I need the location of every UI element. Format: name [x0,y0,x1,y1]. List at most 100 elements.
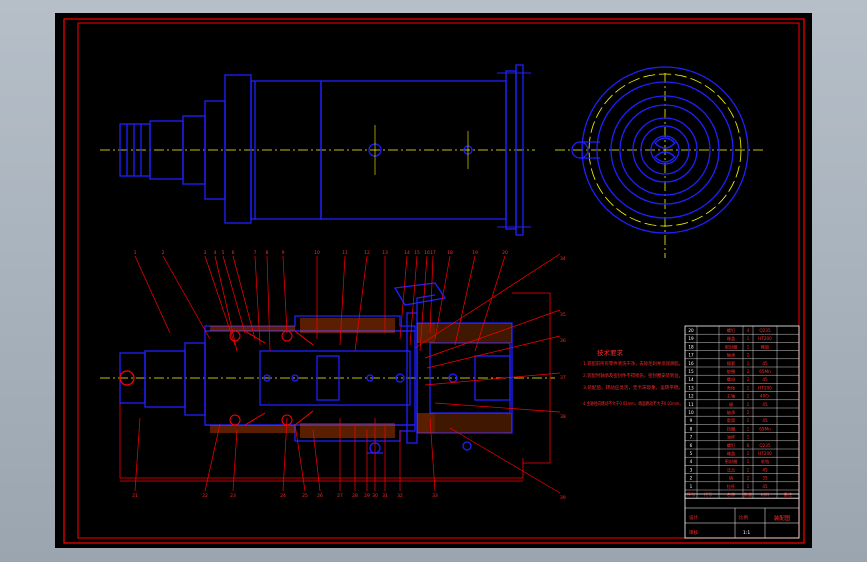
leader-line [232,255,256,340]
parts-table-cell: 13 [688,385,694,390]
parts-table-cell: 油杯 [727,434,736,441]
parts-table-cell: 11 [688,402,694,407]
title-drawing-name: 装配图 [774,514,791,522]
leader-line [134,417,141,492]
parts-table-cell: 40Cr [760,394,770,399]
parts-table-cell: 拉杆 [727,483,736,490]
leader-line [434,255,451,340]
side-circular-view [555,66,765,258]
leader-line [434,402,561,413]
front-elevation-view [100,64,535,236]
parts-table-cell: 密封圈 [725,458,738,465]
part-balloon: 26 [317,493,323,499]
parts-table-cell: 65Mn [759,426,771,431]
part-balloon: 34 [560,256,566,262]
parts-table-cell: 垫圈 [727,368,735,375]
parts-table-cell: 1 [747,426,750,431]
parts-table-cell: 5 [690,451,693,456]
note-line-2: 2.装配时轴承及密封件不得损伤，密封圈安装到位。 [583,372,683,379]
cad-drawing: 1234567891011121314151617181920212223242… [63,18,805,544]
parts-table-cell: 主轴 [727,393,735,400]
parts-table-cell: 2 [690,476,693,481]
parts-table-cell: 1 [747,435,750,440]
part-balloon: 27 [337,493,343,499]
leader-line [204,255,236,346]
part-balloon: 14 [404,250,410,256]
note-line-3: 3.装配后，转动应灵活，无卡滞现象，运转平稳。 [583,384,683,391]
part-balloon: 21 [132,493,138,499]
parts-table-cell: 1 [747,418,750,423]
parts-table-cell: 45 [762,467,768,472]
parts-table-cell: 45 [762,484,768,489]
parts-table-cell: 1 [747,484,750,489]
title-scale-label: 比例 [739,514,748,521]
parts-table-cell: 橡胶 [761,343,769,350]
parts-table-cell: 2 [747,476,750,481]
part-balloon: 7 [254,250,257,256]
parts-table-cell: 3 [690,467,693,472]
parts-table-cell: 1 [747,385,750,390]
parts-table-cell: 螺钉 [727,327,736,334]
parts-table-cell: 壳体 [727,384,736,391]
parts-table-cell: 6 [690,443,693,448]
leader-line [426,335,561,369]
notes-title: 技术要求 [597,348,624,357]
parts-table-cell: 1 [747,402,750,407]
title-checked-label: 审核 [689,529,698,536]
leader-line [162,255,211,340]
leader-line [266,255,271,352]
parts-table-cell: 键 [729,401,734,408]
part-balloon: 39 [560,495,566,501]
part-balloon: 24 [280,493,286,499]
part-balloon: 20 [502,250,508,256]
part-balloon: 18 [447,250,453,256]
parts-table-cell: 1 [747,336,750,341]
parts-table-cell: 65Mn [759,369,771,374]
leader-line [399,255,408,340]
leader-line [419,255,428,352]
leader-line [294,423,306,492]
parts-table-cell: 轴承 [727,409,736,416]
parts-table-header-cell: 数量 [744,491,752,498]
title-drawn-label: 设计 [689,514,698,521]
parts-table-cell: 10 [688,410,694,415]
leader-line [282,417,288,492]
leader-line [222,255,246,334]
leader-line [312,429,321,492]
part-balloon: 25 [302,493,308,499]
part-balloon: 30 [372,493,378,499]
part-balloon: 8 [266,250,269,256]
parts-table-cell: 端盖 [727,450,735,457]
parts-table-cell: 45 [762,402,768,407]
parts-table-cell: HT200 [758,385,772,390]
part-balloon: 36 [560,338,566,344]
parts-table-cell: 7 [690,435,693,440]
parts-table-cell: 1 [747,361,750,366]
parts-table-header-cell: 名称 [727,491,735,498]
parts-table-cell: 6 [747,443,750,448]
note-line-1: 1.装配前所有零件清洗干净，去除毛刺并涂润滑脂。 [583,360,683,367]
parts-table-cell: 密封圈 [725,343,738,350]
part-balloon: 16 [424,250,430,256]
part-balloon: 5 [222,250,225,256]
parts-table-header-cell: 备注 [784,491,793,498]
part-balloon: 4 [214,250,217,256]
part-balloon: 32 [397,493,403,499]
parts-table-cell: HT200 [758,336,772,341]
leader-line [424,372,561,386]
parts-table-cell: 15 [688,369,694,374]
parts-table-frame [684,325,800,499]
parts-table-cell: 1 [747,451,750,456]
parts-table-cell: 1 [747,467,750,472]
parts-table-cell: 1 [747,394,750,399]
leader-line [204,423,221,492]
parts-table-header-cell: 代号 [704,491,712,498]
parts-table-header-cell: 序号 [687,491,695,498]
parts-table-cell: 20 [688,328,694,333]
leader-line [409,255,418,346]
leader-line [429,255,434,334]
parts-table-cell: 挡圈 [727,425,735,432]
